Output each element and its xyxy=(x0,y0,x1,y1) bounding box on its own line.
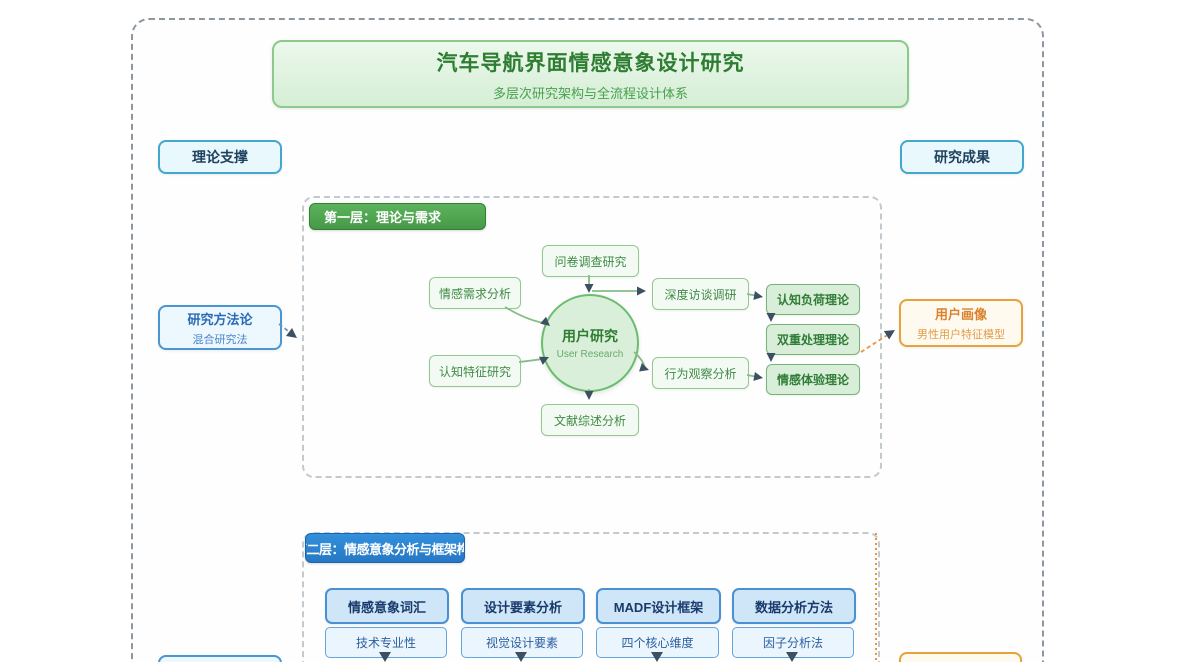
node-cognitive-load-theory-text: 认知负荷理论 xyxy=(776,293,849,307)
node-interview: 深度访谈调研 xyxy=(652,278,749,310)
user-research-circle: 用户研究 User Research xyxy=(541,294,639,392)
bottom-left-card-clipped xyxy=(158,655,282,662)
l2-header-design-elements: 设计要素分析 xyxy=(461,588,585,624)
node-cognitive: 认知特征研究 xyxy=(429,355,521,387)
label-theory-support: 理论支撑 xyxy=(158,140,282,174)
layer1-label-text: 第一层：理论与需求 xyxy=(324,210,442,225)
bottom-right-card-clipped xyxy=(899,652,1022,662)
label-research-results-text: 研究成果 xyxy=(934,149,990,165)
node-behavior-text: 行为观察分析 xyxy=(664,366,737,381)
persona-subtitle: 男性用户特征模型 xyxy=(917,329,1005,341)
l2-header-vocab-text: 情感意象词汇 xyxy=(347,599,426,615)
persona-card: 用户画像 男性用户特征模型 xyxy=(899,299,1023,347)
label-research-results: 研究成果 xyxy=(900,140,1024,174)
node-literature-text: 文献综述分析 xyxy=(553,413,626,428)
methodology-card: 研究方法论 混合研究法 xyxy=(158,305,282,350)
l2-sub-visual-text: 视觉设计要素 xyxy=(485,636,558,650)
node-emotion-needs-text: 情感需求分析 xyxy=(438,286,511,301)
l2-header-design-elements-text: 设计要素分析 xyxy=(483,599,562,615)
node-cognitive-load-theory: 认知负荷理论 xyxy=(766,284,860,315)
node-literature: 文献综述分析 xyxy=(541,404,639,436)
node-survey-text: 问卷调查研究 xyxy=(554,254,627,269)
node-emotional-exp-theory: 情感体验理论 xyxy=(766,364,860,395)
methodology-subtitle: 混合研究法 xyxy=(192,333,248,346)
page-title: 汽车导航界面情感意象设计研究 xyxy=(436,51,745,75)
node-cognitive-text: 认知特征研究 xyxy=(438,364,511,379)
node-dual-process-theory: 双重处理理论 xyxy=(766,324,860,355)
layer2-label-text: 第二层：情感意象分析与框架构建 xyxy=(306,541,464,557)
label-theory-support-text: 理论支撑 xyxy=(192,149,248,165)
node-emotion-needs: 情感需求分析 xyxy=(429,277,521,309)
l2-sub-dimensions-text: 四个核心维度 xyxy=(621,636,694,650)
l2-header-data-analysis-text: 数据分析方法 xyxy=(754,599,833,615)
node-behavior: 行为观察分析 xyxy=(652,357,749,389)
l2-header-data-analysis: 数据分析方法 xyxy=(732,588,856,624)
l2-header-madf: MADF设计框架 xyxy=(596,588,721,624)
node-dual-process-theory-text: 双重处理理论 xyxy=(776,333,849,347)
user-research-subtitle: User Research xyxy=(556,349,624,360)
node-emotional-exp-theory-text: 情感体验理论 xyxy=(776,373,849,387)
l2-sub-factor: 因子分析法 xyxy=(732,627,854,658)
l2-header-vocab: 情感意象词汇 xyxy=(325,588,449,624)
l2-sub-dimensions: 四个核心维度 xyxy=(596,627,719,658)
node-survey: 问卷调查研究 xyxy=(542,245,639,277)
persona-title: 用户画像 xyxy=(934,307,987,322)
l2-sub-tech: 技术专业性 xyxy=(325,627,447,658)
layer1-label: 第一层：理论与需求 xyxy=(309,203,486,230)
l2-sub-factor-text: 因子分析法 xyxy=(762,636,823,650)
user-research-title: 用户研究 xyxy=(562,328,618,344)
methodology-title: 研究方法论 xyxy=(187,311,253,327)
page-subtitle: 多层次研究架构与全流程设计体系 xyxy=(492,85,688,101)
l2-header-madf-text: MADF设计框架 xyxy=(613,599,704,615)
diagram-title-box: 汽车导航界面情感意象设计研究 多层次研究架构与全流程设计体系 xyxy=(272,40,909,108)
l2-sub-visual: 视觉设计要素 xyxy=(461,627,583,658)
layer2-label: 第二层：情感意象分析与框架构建 xyxy=(305,533,465,563)
l2-sub-tech-text: 技术专业性 xyxy=(355,636,416,650)
node-interview-text: 深度访谈调研 xyxy=(664,287,737,302)
